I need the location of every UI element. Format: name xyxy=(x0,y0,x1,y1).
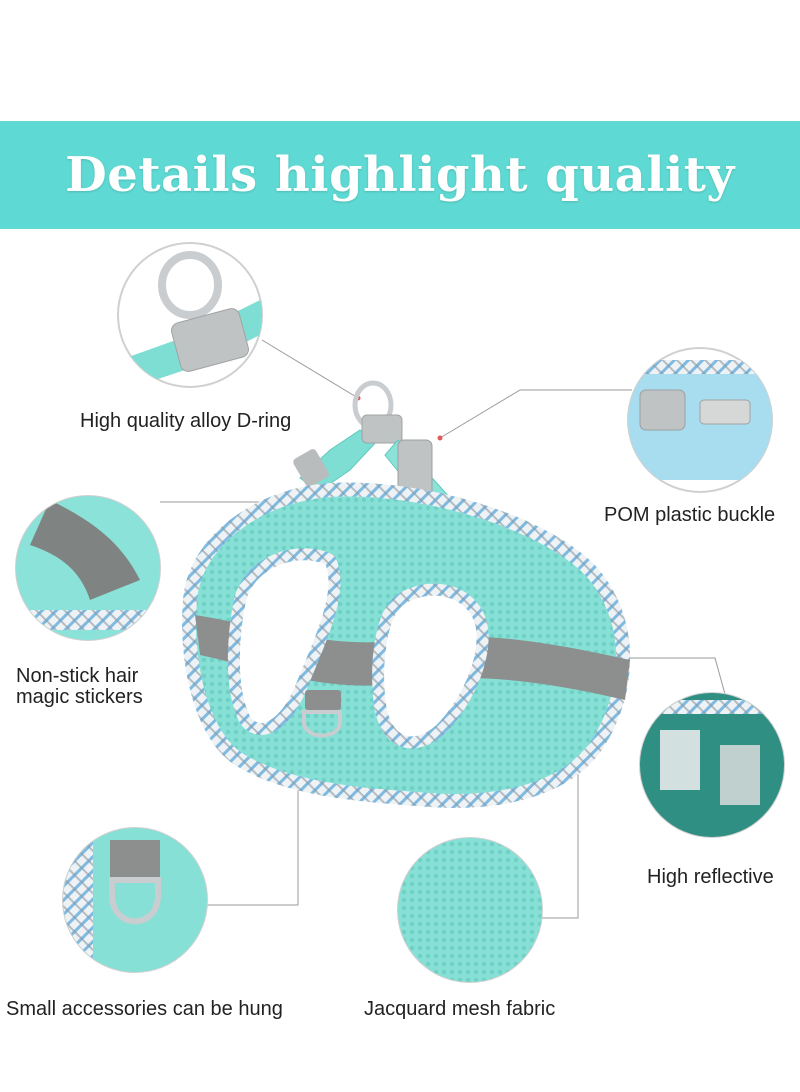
label-mesh: Jacquard mesh fabric xyxy=(364,998,556,1020)
detail-reflective xyxy=(639,692,785,838)
leader-d-ring xyxy=(261,339,359,399)
detail-stickers xyxy=(15,495,161,641)
label-d-ring: High quality alloy D-ring xyxy=(80,410,292,432)
label-stickers-line2: magic stickers xyxy=(16,686,143,708)
leader-accessories xyxy=(165,735,299,906)
detail-accessories xyxy=(62,827,208,973)
label-buckle: POM plastic buckle xyxy=(604,504,776,526)
leader-buckle xyxy=(439,389,632,439)
label-reflective: High reflective xyxy=(647,866,774,888)
detail-d-ring xyxy=(117,242,263,388)
label-accessories: Small accessories can be hung xyxy=(6,998,283,1020)
title-banner: Details highlight quality xyxy=(0,121,800,229)
banner-title: Details highlight quality xyxy=(65,147,735,203)
detail-buckle xyxy=(627,347,773,493)
detail-mesh xyxy=(397,837,543,983)
harness xyxy=(182,380,631,808)
leader-reflective xyxy=(625,657,729,706)
label-stickers-line1: Non-stick hair xyxy=(16,665,139,687)
